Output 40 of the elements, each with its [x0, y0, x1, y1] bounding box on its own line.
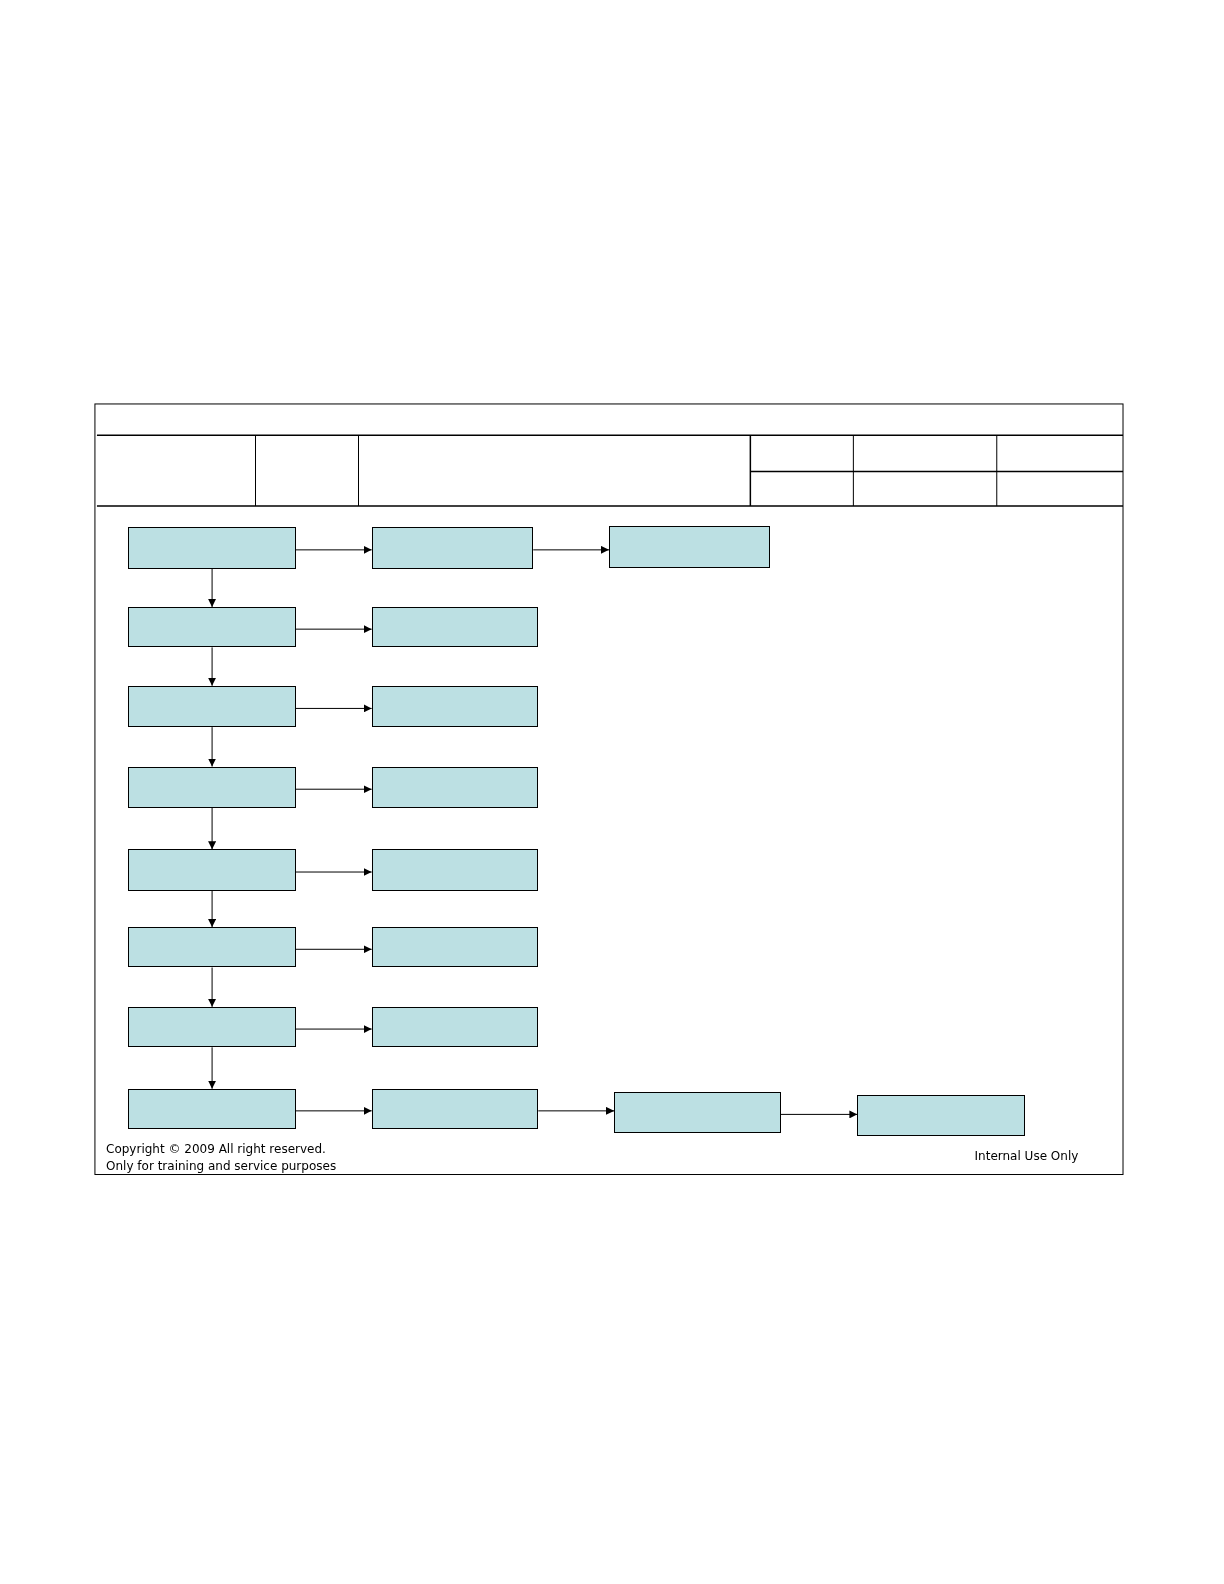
arrow [208, 568, 217, 608]
process-box [857, 1094, 1026, 1137]
footer-note: Only for training and service purposes [106, 1159, 337, 1174]
process-box [614, 1091, 781, 1134]
process-box [371, 849, 539, 891]
arrow [295, 704, 373, 713]
process-box [608, 526, 770, 568]
process-box [371, 606, 539, 648]
process-box [128, 927, 296, 968]
process-box [128, 606, 296, 648]
process-box [128, 1088, 296, 1130]
arrow [208, 890, 217, 928]
arrow [208, 646, 217, 687]
process-box [371, 927, 539, 968]
arrow [208, 967, 217, 1008]
process-box [371, 1088, 539, 1130]
process-box [128, 685, 296, 728]
process-box [371, 527, 534, 569]
arrow [537, 1106, 615, 1115]
arrow [295, 868, 373, 877]
arrow [532, 545, 610, 554]
arrow [295, 945, 373, 954]
process-box [371, 685, 539, 728]
process-box [371, 766, 539, 808]
arrow [295, 1106, 373, 1115]
arrow [780, 1110, 858, 1119]
arrow [295, 545, 373, 554]
process-box [128, 1006, 296, 1048]
arrow [295, 625, 373, 634]
arrow [208, 1046, 217, 1090]
footer-note: Internal Use Only [974, 1149, 1079, 1164]
process-box [371, 1006, 539, 1048]
process-box [128, 849, 296, 891]
footer-note: Copyright © 2009 All right reserved. [106, 1142, 326, 1157]
arrow [208, 726, 217, 767]
process-box [128, 527, 296, 569]
arrow [295, 1025, 373, 1034]
process-box [128, 766, 296, 808]
arrow [295, 785, 373, 794]
arrow [208, 807, 217, 850]
